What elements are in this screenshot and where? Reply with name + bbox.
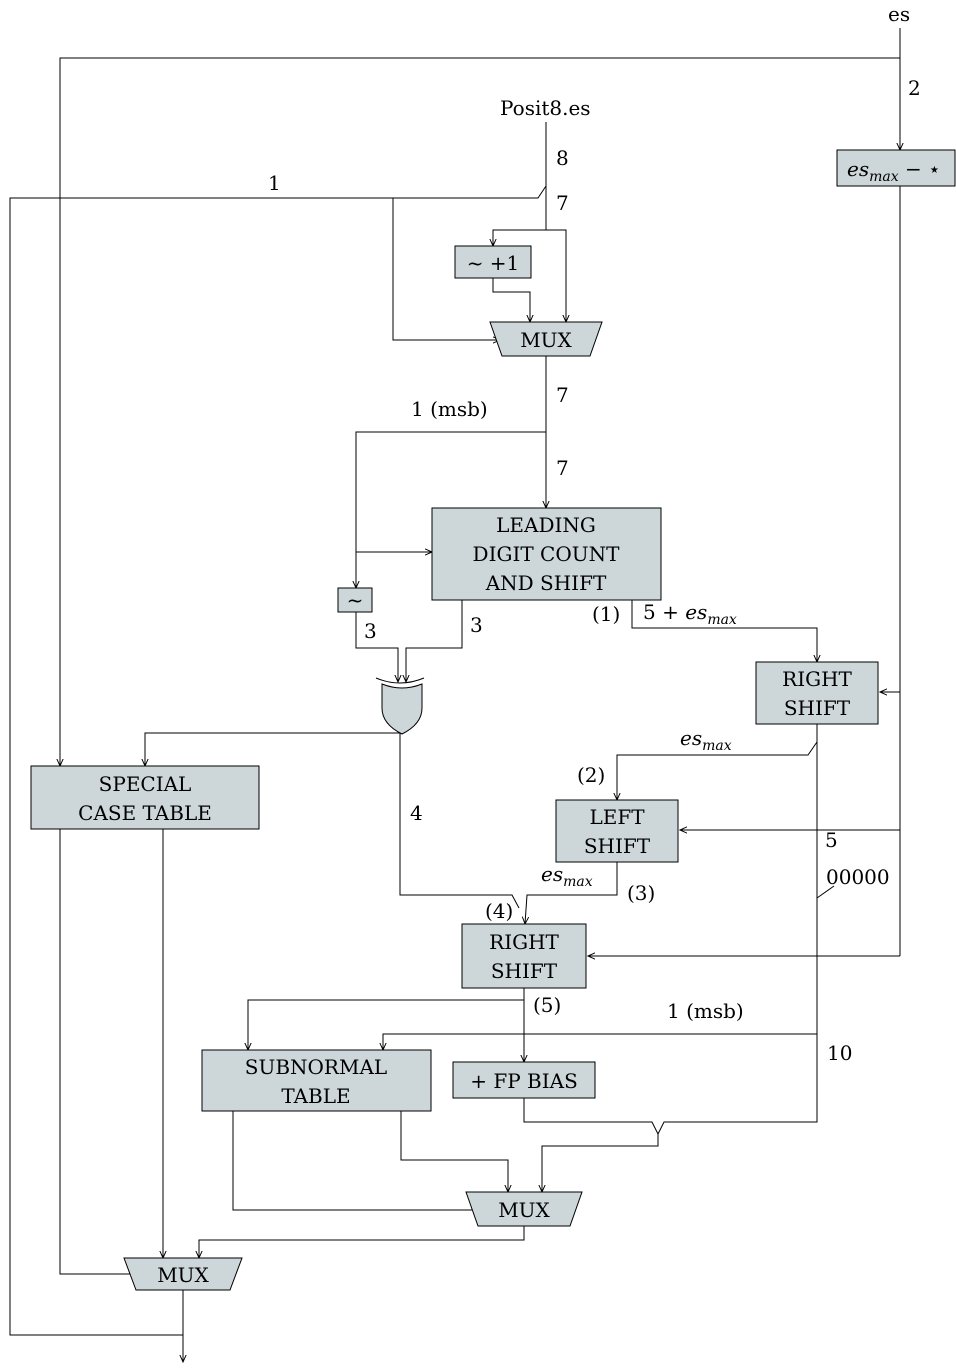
svg-text:esmax: esmax <box>541 862 593 890</box>
svg-text:CASE TABLE: CASE TABLE <box>78 801 212 825</box>
wire-rshift2-to-subnormal <box>248 999 524 1050</box>
svg-text:(1): (1) <box>592 602 620 626</box>
mux-bottom: MUX <box>123 1257 243 1291</box>
wire-subnormal-select <box>232 1111 484 1210</box>
svg-text:1: 1 <box>268 171 281 195</box>
wire-mag-to-neg <box>493 229 546 246</box>
svg-text:(4): (4) <box>485 899 513 923</box>
wire-mag-to-mux <box>546 229 566 322</box>
svg-text:LEADING: LEADING <box>496 513 596 537</box>
svg-text:2: 2 <box>908 76 921 100</box>
svg-text:5 + esmax: 5 + esmax <box>643 600 737 628</box>
wire-ldcs-to-xor <box>406 600 463 682</box>
right-shift-block-1: RIGHT SHIFT <box>755 661 879 725</box>
wire-msb2-to-subnormal <box>383 1033 817 1050</box>
svg-text:SHIFT: SHIFT <box>784 696 851 720</box>
wire-midmux-out <box>199 1226 525 1258</box>
svg-text:~: ~ <box>347 588 364 612</box>
mux-mid: MUX <box>465 1191 583 1227</box>
wire-es-to-special <box>60 57 900 766</box>
wire-lshift-out <box>525 862 618 924</box>
wire-sign-to-mux <box>392 198 500 340</box>
svg-text:7: 7 <box>556 191 569 215</box>
svg-text:DIGIT COUNT: DIGIT COUNT <box>473 542 621 566</box>
wire-not-to-xor <box>355 612 398 682</box>
svg-text:3: 3 <box>364 619 377 643</box>
wire-msb-branch <box>356 431 546 588</box>
svg-text:AND SHIFT: AND SHIFT <box>485 571 607 595</box>
svg-text:7: 7 <box>556 456 569 480</box>
svg-text:3: 3 <box>470 613 483 637</box>
svg-text:(3): (3) <box>627 881 655 905</box>
svg-text:RIGHT: RIGHT <box>782 667 852 691</box>
wire-subnormal-to-mux <box>400 1111 508 1192</box>
left-shift-block: LEFT SHIFT <box>555 799 679 863</box>
svg-text:esmax − ⋆: esmax − ⋆ <box>847 157 941 185</box>
svg-text:7: 7 <box>556 383 569 407</box>
wire-ldcs-out <box>631 600 817 662</box>
xor-gate <box>375 677 425 735</box>
wire-10-merge <box>657 1120 818 1135</box>
svg-text:8: 8 <box>556 146 569 170</box>
mux-top-label: MUX <box>520 328 572 352</box>
wire-sign-bit <box>9 185 547 1336</box>
wire-neg-to-mux <box>492 278 530 322</box>
wire-fpbias-merge <box>523 1098 659 1135</box>
svg-text:SUBNORMAL: SUBNORMAL <box>245 1055 387 1079</box>
svg-text:(5): (5) <box>533 993 561 1017</box>
svg-text:1 (msb): 1 (msb) <box>667 999 744 1023</box>
svg-text:SHIFT: SHIFT <box>584 834 651 858</box>
wire-xor-to-special <box>145 732 400 766</box>
svg-text:MUX: MUX <box>157 1263 209 1287</box>
svg-text:1 (msb): 1 (msb) <box>411 397 488 421</box>
subnormal-table-block: SUBNORMAL TABLE <box>201 1049 432 1112</box>
svg-text:5: 5 <box>825 828 838 852</box>
wire-merge-to-mux <box>542 1134 659 1192</box>
svg-text:(2): (2) <box>577 763 605 787</box>
not-block: ~ <box>337 587 373 613</box>
negate-label: ~ +1 <box>467 251 520 275</box>
svg-text:TABLE: TABLE <box>281 1084 350 1108</box>
input-es-label: es <box>888 2 910 26</box>
svg-text:RIGHT: RIGHT <box>489 930 559 954</box>
fp-bias-block: + FP BIAS <box>452 1061 596 1099</box>
input-posit-label: Posit8.es <box>500 96 591 120</box>
svg-text:esmax: esmax <box>680 726 732 754</box>
svg-text:MUX: MUX <box>498 1198 550 1222</box>
wire-xor-to-rshift2 <box>399 733 520 909</box>
wire-rshift1-to-lshift <box>617 741 818 800</box>
leading-digit-count-block: LEADING DIGIT COUNT AND SHIFT <box>431 507 662 601</box>
wire-zeros-tick <box>816 885 835 899</box>
svg-text:LEFT: LEFT <box>589 805 645 829</box>
esmax-subtract-block: esmax − ⋆ <box>836 149 956 187</box>
right-shift-block-2: RIGHT SHIFT <box>461 923 587 989</box>
labels: es Posit8.es 2 8 1 7 7 1 (msb) 7 3 3 (1)… <box>268 2 921 1065</box>
mux-top: MUX <box>489 321 603 357</box>
wires <box>9 28 900 1362</box>
svg-text:10: 10 <box>827 1041 852 1065</box>
svg-text:4: 4 <box>410 801 423 825</box>
svg-text:00000: 00000 <box>826 865 890 889</box>
wire-special-select <box>59 829 142 1274</box>
svg-text:SPECIAL: SPECIAL <box>99 772 192 796</box>
svg-text:+ FP BIAS: + FP BIAS <box>470 1069 578 1093</box>
svg-text:SHIFT: SHIFT <box>491 959 558 983</box>
negate-block: ~ +1 <box>454 245 532 279</box>
special-case-table-block: SPECIAL CASE TABLE <box>30 765 260 830</box>
